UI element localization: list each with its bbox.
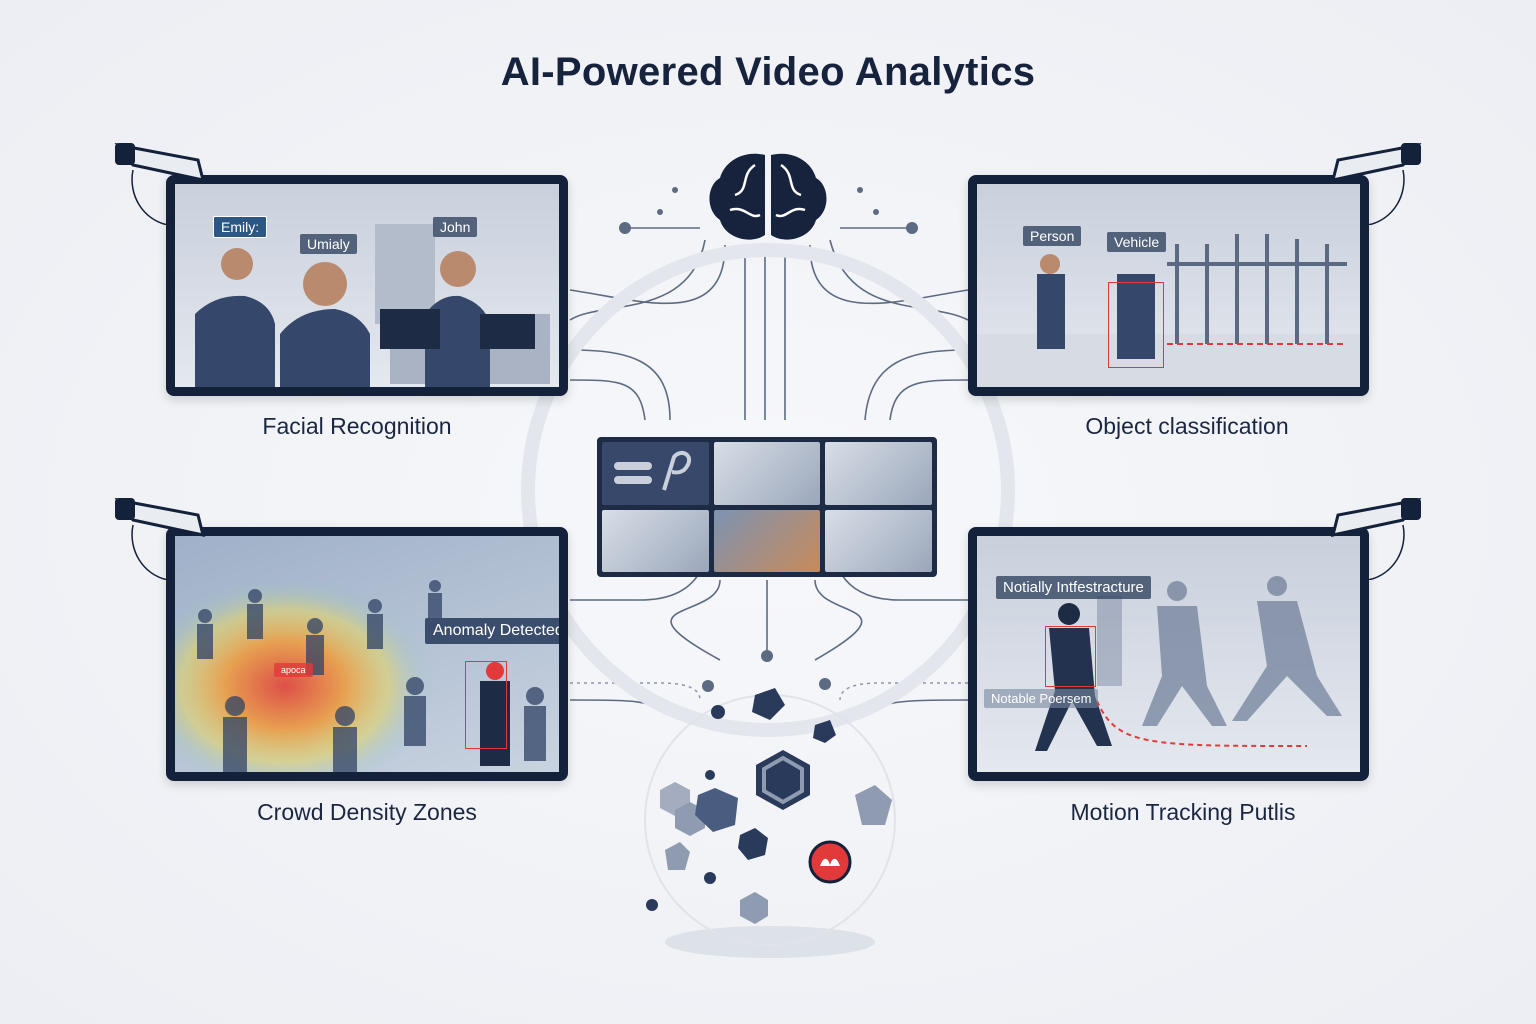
- page-title: AI-Powered Video Analytics: [500, 50, 1036, 94]
- face-tag-umialy: Umialy: [300, 234, 357, 254]
- data-sphere-icon: [644, 688, 896, 958]
- security-camera-icon: [114, 497, 206, 580]
- crowd-density-caption: Crowd Density Zones: [257, 799, 477, 825]
- facial-recognition-feed[interactable]: Emily: Umialy John: [166, 175, 568, 396]
- dashboard-tile-menu[interactable]: [602, 442, 709, 505]
- dashboard-tile-feed[interactable]: [825, 442, 932, 505]
- brain-icon: [709, 153, 827, 240]
- face-tag-john: John: [433, 217, 478, 237]
- detection-box: [1045, 626, 1096, 687]
- facial-recognition-caption: Facial Recognition: [262, 413, 452, 439]
- detection-box: [465, 661, 507, 749]
- infrastructure-label: Notially Intfestracture: [996, 576, 1151, 599]
- heat-zone-label: apoca: [274, 663, 313, 677]
- notable-person-label: Notable Poersem: [984, 689, 1099, 708]
- face-tag-emily: Emily:: [213, 216, 268, 238]
- detection-box: [1108, 282, 1164, 368]
- motion-tracking-feed[interactable]: Notially Intfestracture Notable Poersem: [968, 527, 1369, 781]
- crowd-density-feed[interactable]: Anomaly Detected apoca: [166, 527, 568, 781]
- dashboard-tile-map[interactable]: [825, 509, 932, 572]
- dashboard-tile-feed[interactable]: [713, 442, 821, 505]
- object-tag-vehicle: Vehicle: [1107, 232, 1167, 252]
- dashboard-tile-report[interactable]: [602, 509, 709, 572]
- anomaly-detected-label: Anomaly Detected: [425, 618, 559, 644]
- object-classification-caption: Object classification: [1085, 413, 1289, 439]
- dashboard-tile-feed[interactable]: [713, 509, 821, 572]
- security-camera-icon: [114, 142, 206, 225]
- warning-triangle-icon: [519, 741, 568, 781]
- warning-triangle-icon: [1311, 731, 1369, 781]
- object-classification-feed[interactable]: Person Vehicle: [968, 175, 1369, 396]
- security-camera-icon: [1330, 142, 1422, 225]
- analytics-dashboard[interactable]: [597, 437, 937, 577]
- motion-tracking-caption: Motion Tracking Putlis: [1070, 799, 1296, 825]
- warning-triangle-icon: [1313, 344, 1369, 396]
- object-tag-person: Person: [1023, 226, 1082, 246]
- security-camera-icon: [1330, 497, 1422, 580]
